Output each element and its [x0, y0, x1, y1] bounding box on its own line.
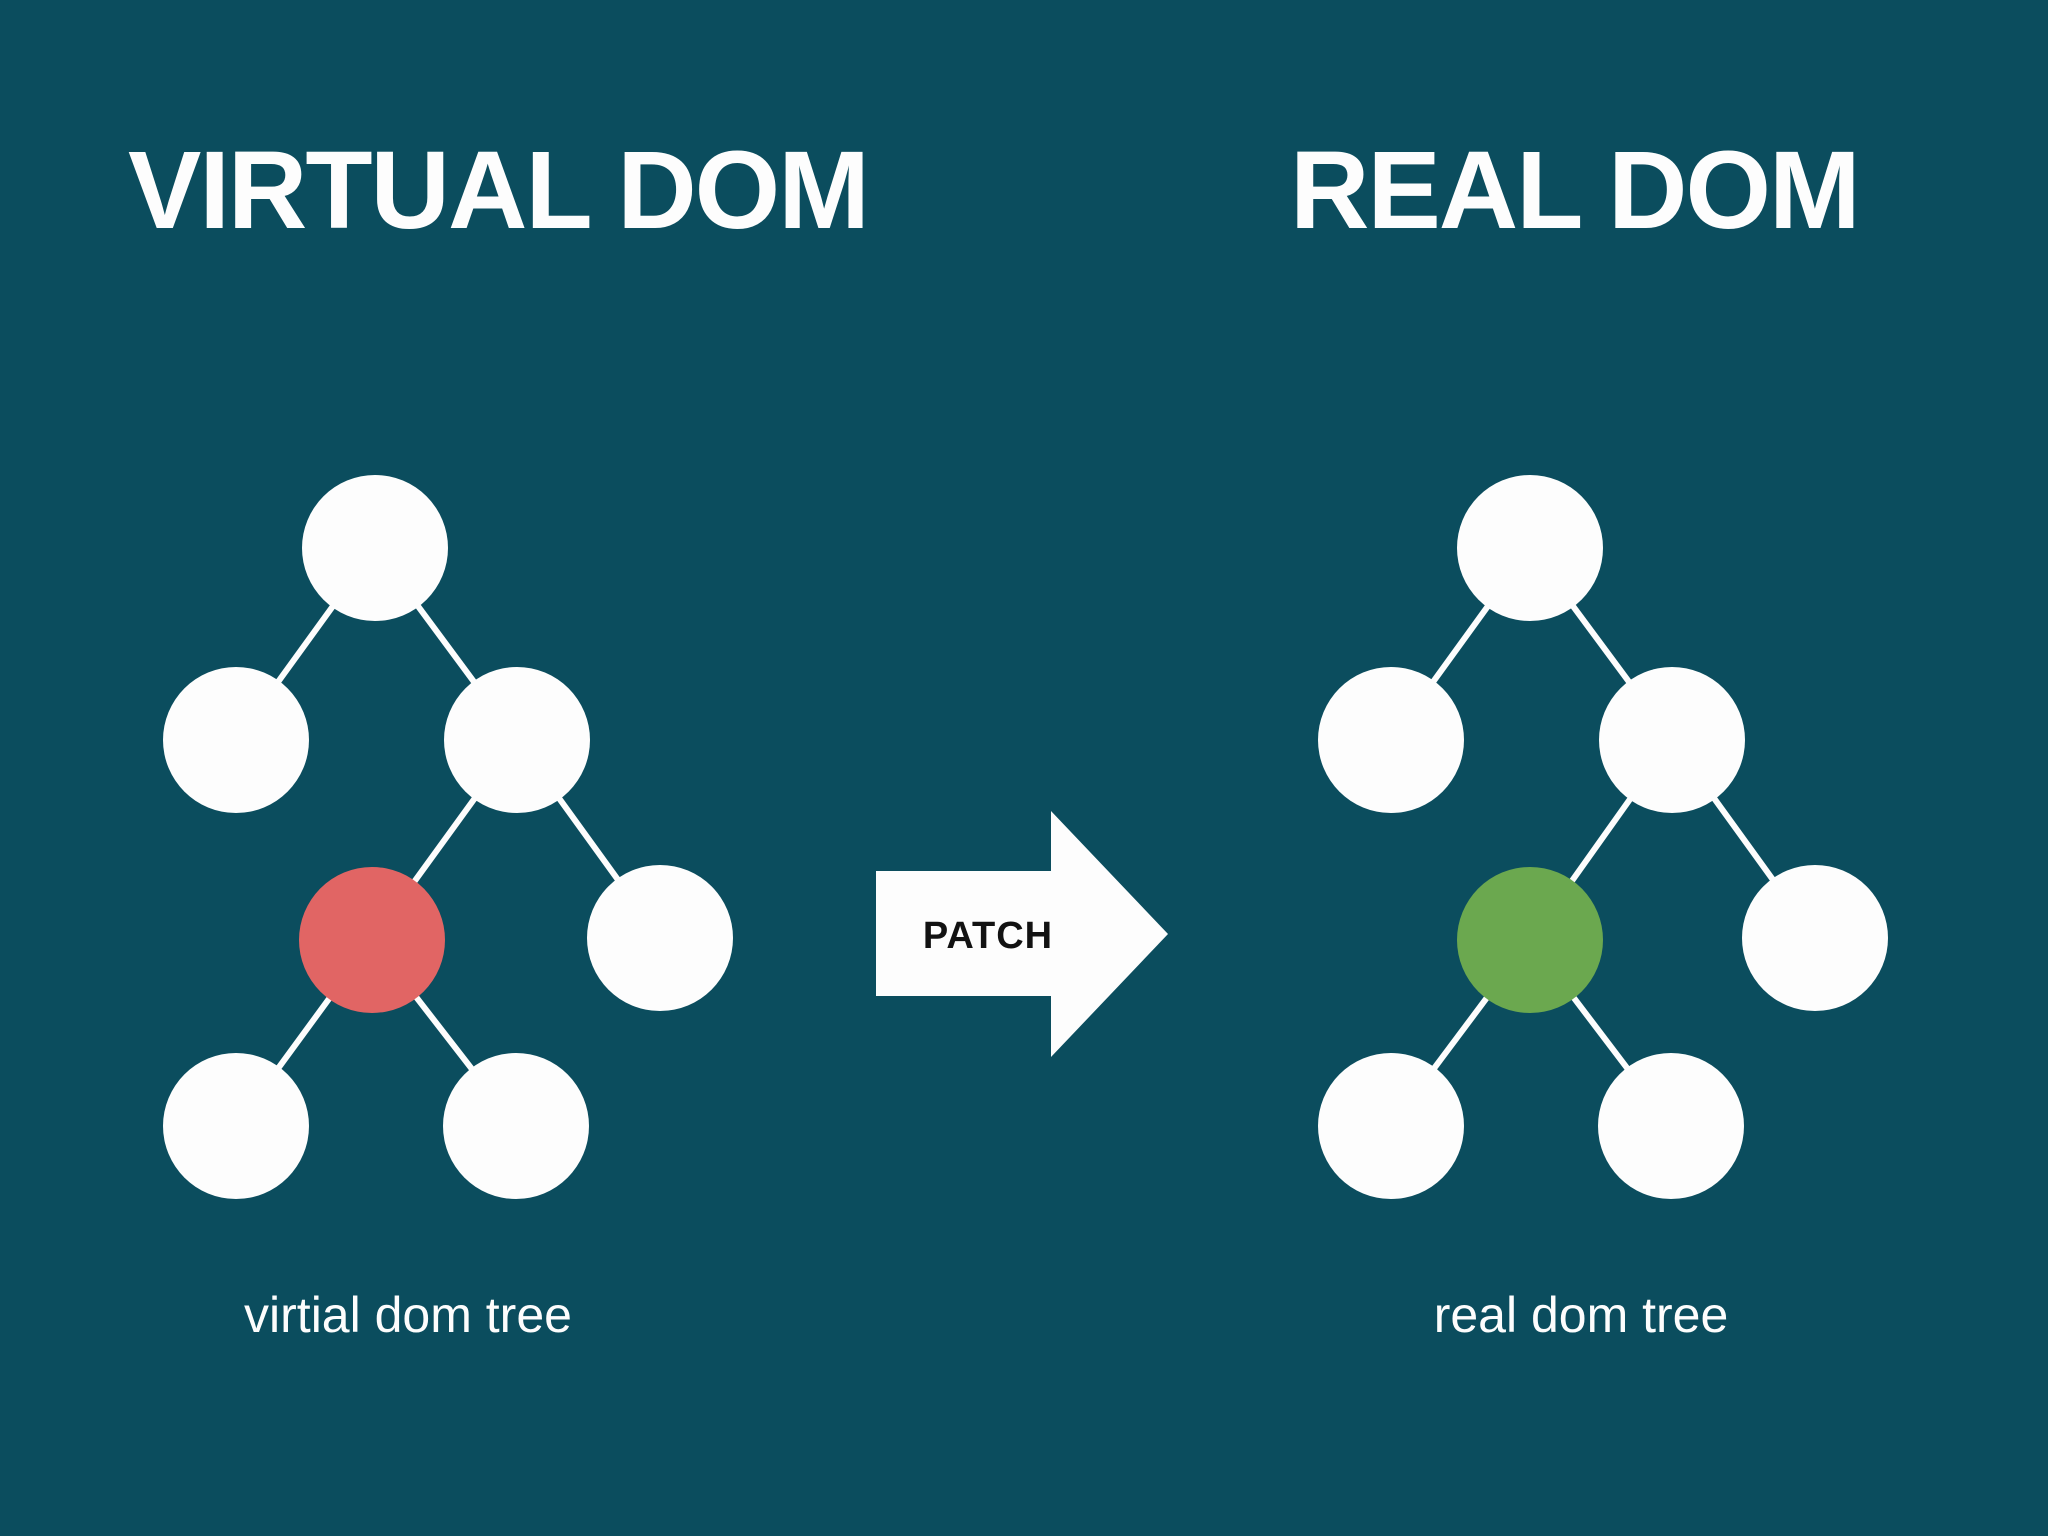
real-left-child-node: [1318, 667, 1464, 813]
real-leaf-right-node: [1598, 1053, 1744, 1199]
real-leaf-left-node: [1318, 1053, 1464, 1199]
real-root-node: [1457, 475, 1603, 621]
patch-arrow-icon: [876, 811, 1168, 1057]
real-right-child-node: [1599, 667, 1745, 813]
virtual-left-child-node: [163, 667, 309, 813]
virtual-leaf-left-node: [163, 1053, 309, 1199]
virtual-right-child-node: [444, 667, 590, 813]
virtual-root-node: [302, 475, 448, 621]
virtual-dom-tree: [163, 475, 733, 1199]
real-grandchild-right-node: [1742, 865, 1888, 1011]
left-caption: virtial dom tree: [244, 1287, 572, 1343]
patch-arrow-group: PATCH: [876, 811, 1168, 1057]
left-title: VIRTUAL DOM: [128, 129, 868, 252]
virtual-changed-node-red: [299, 867, 445, 1013]
real-patched-node-green: [1457, 867, 1603, 1013]
real-dom-tree: [1318, 475, 1888, 1199]
right-title: REAL DOM: [1290, 129, 1859, 252]
right-caption: real dom tree: [1434, 1287, 1729, 1343]
virtual-leaf-right-node: [443, 1053, 589, 1199]
patch-arrow-label: PATCH: [923, 915, 1053, 957]
virtual-grandchild-right-node: [587, 865, 733, 1011]
